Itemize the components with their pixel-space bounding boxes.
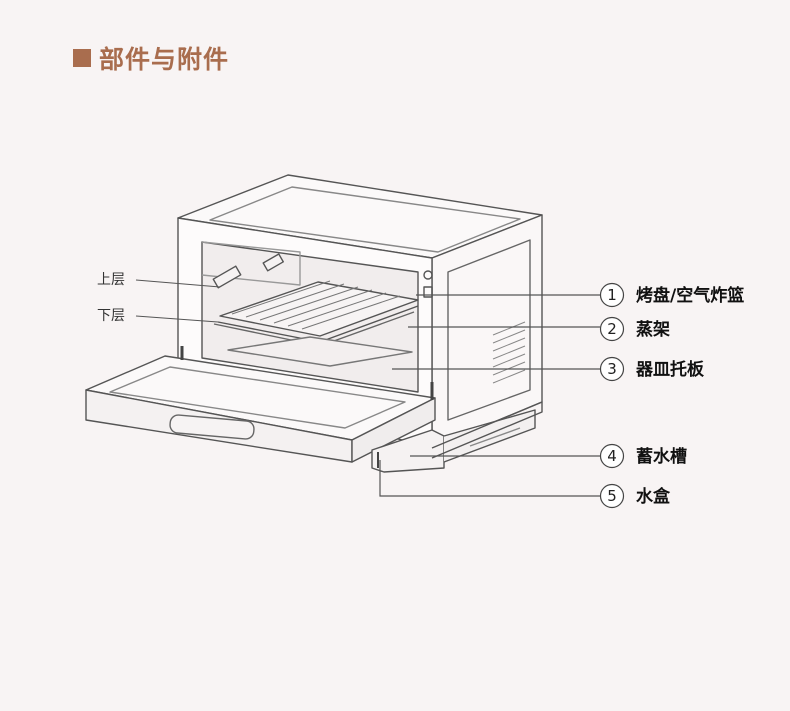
callout-5: 5 水盒 xyxy=(601,485,671,508)
callout-1: 1 烤盘/空气炸篮 xyxy=(601,284,745,307)
callout-4: 4 蓄水槽 xyxy=(601,445,688,468)
callout-5-label: 水盒 xyxy=(636,486,671,507)
oven-illustration xyxy=(86,175,542,472)
callout-2: 2 蒸架 xyxy=(601,318,671,341)
callout-1-number: 1 xyxy=(607,286,617,304)
callout-2-label: 蒸架 xyxy=(636,319,670,340)
callout-3-label: 器皿托板 xyxy=(635,359,705,380)
layer-label-lower: 下层 xyxy=(97,308,125,324)
layer-label-upper: 上层 xyxy=(97,272,125,288)
callout-5-number: 5 xyxy=(607,487,617,505)
callout-3: 3 器皿托板 xyxy=(601,358,705,381)
callout-4-label: 蓄水槽 xyxy=(636,446,687,467)
callout-3-number: 3 xyxy=(607,360,617,378)
callout-4-number: 4 xyxy=(607,447,617,465)
callout-1-label: 烤盘/空气炸篮 xyxy=(636,285,744,306)
callout-2-number: 2 xyxy=(607,320,617,338)
